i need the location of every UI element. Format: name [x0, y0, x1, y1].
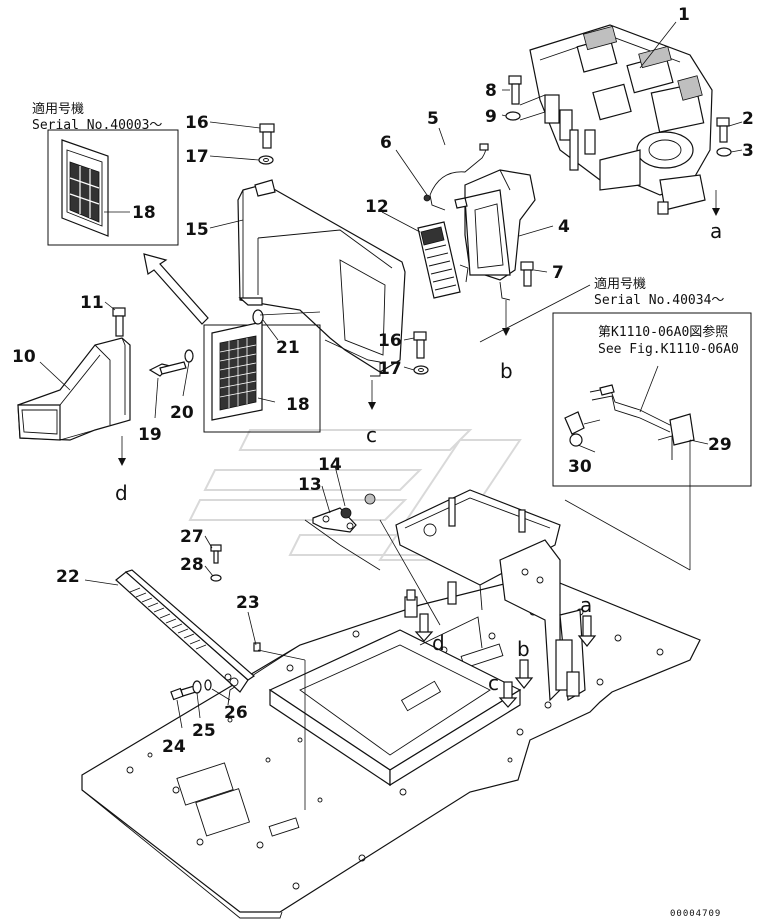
callout-1: 1 [678, 5, 690, 25]
flow-label-c-bottom: c [488, 671, 499, 695]
callout-20: 20 [170, 403, 194, 423]
flow-label-b-top: b [500, 359, 513, 383]
flow-label-d-top: d [115, 481, 128, 505]
seat-base [268, 616, 522, 787]
callout-25: 25 [192, 721, 216, 741]
part-4-duct [459, 169, 536, 301]
bolts-16-17-upper [258, 123, 275, 165]
callout-numbers: 1 2 3 4 5 6 7 8 9 10 11 12 13 14 15 16 1… [12, 5, 754, 757]
callout-2: 2 [742, 109, 754, 129]
leader-lines [39, 21, 743, 810]
callout-7: 7 [552, 263, 564, 283]
callout-21: 21 [276, 338, 300, 358]
callout-27: 27 [180, 527, 204, 547]
flow-label-c-top: c [366, 423, 377, 447]
callout-14: 14 [318, 455, 342, 475]
flow-label-d-bottom: d [432, 631, 445, 655]
flow-label-b-bottom: b [517, 637, 530, 661]
parts-19-20-21 [148, 309, 264, 377]
document-number: 00004709 [670, 909, 721, 919]
callout-11: 11 [80, 293, 104, 313]
flow-label-a-bottom: a [580, 593, 592, 617]
callout-26: 26 [224, 703, 248, 723]
part-11-bolt [112, 307, 126, 337]
callout-24: 24 [162, 737, 186, 757]
callout-29: 29 [708, 435, 732, 455]
callout-17-upper: 17 [185, 147, 209, 167]
assembly-arrow [143, 253, 209, 325]
callout-4: 4 [558, 217, 570, 237]
callout-6: 6 [380, 133, 392, 153]
callout-15: 15 [185, 220, 209, 240]
callout-23: 23 [236, 593, 260, 613]
bolts-upper-right [505, 75, 732, 287]
part-1-air-conditioner-unit [519, 24, 713, 215]
part-5-harness [423, 143, 489, 211]
callout-17-lower: 17 [378, 359, 402, 379]
reference-note-line2: See Fig.K1110-06A0 [598, 342, 739, 357]
callout-10: 10 [12, 347, 36, 367]
callout-9: 9 [485, 107, 497, 127]
inset-box-upper-left [47, 129, 179, 246]
part-22-cover-plate [115, 569, 255, 693]
callout-8: 8 [485, 81, 497, 101]
inset-box-middle [203, 321, 321, 433]
callout-16-upper: 16 [185, 113, 209, 133]
flow-label-a-top: a [710, 219, 722, 243]
part-15-cover [237, 179, 406, 377]
part-13-bracket [312, 493, 376, 533]
part-10-duct [17, 337, 131, 441]
callout-18-lower: 18 [286, 395, 310, 415]
serial-note-right-line2: Serial No.40034～ [594, 293, 724, 308]
bolts-16-17-lower [413, 331, 429, 375]
small-fasteners-lower [170, 544, 261, 701]
callout-18-upper: 18 [132, 203, 156, 223]
callout-3: 3 [742, 141, 754, 161]
callout-19: 19 [138, 425, 162, 445]
callout-22: 22 [56, 567, 80, 587]
part-12-filter [417, 221, 461, 299]
reference-note-line1: 第K1110-06A0図参照 [598, 324, 728, 340]
serial-note-right-line1: 適用号機 [594, 276, 646, 292]
callout-30: 30 [568, 457, 592, 477]
callout-5: 5 [427, 109, 439, 129]
callout-12: 12 [365, 197, 389, 217]
serial-note-left-line2: Serial No.40003～ [32, 118, 162, 133]
callout-16-lower: 16 [378, 331, 402, 351]
callout-13: 13 [298, 475, 322, 495]
serial-note-left-line1: 適用号機 [32, 101, 84, 117]
flow-arrows [118, 190, 720, 708]
inset-box-reference [552, 312, 752, 487]
bracket-assembly [395, 489, 586, 702]
callout-28: 28 [180, 555, 204, 575]
flow-labels: a b c d a b c d [115, 219, 722, 695]
